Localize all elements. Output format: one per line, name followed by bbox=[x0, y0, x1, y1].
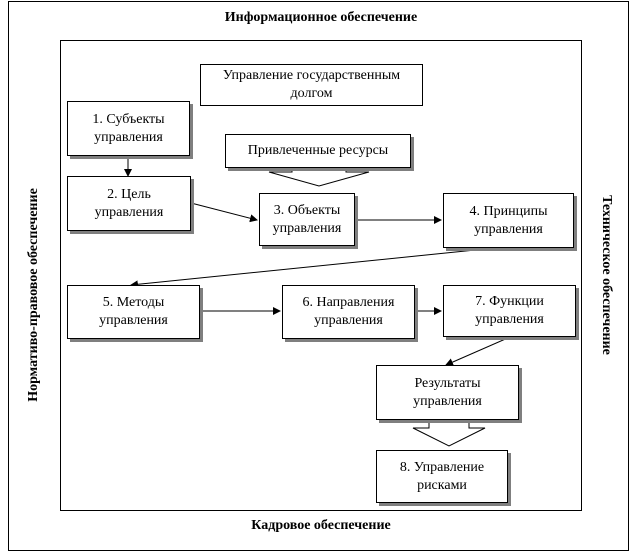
node-objects: 3. Объекты управления bbox=[259, 193, 355, 246]
block-arrow-resources bbox=[268, 169, 370, 187]
node-debt-management: Управление государственным долгом bbox=[200, 64, 423, 106]
node-principles: 4. Принципы управления bbox=[443, 193, 574, 248]
arrow-principles-to-methods bbox=[130, 247, 496, 289]
band-information-support: Информационное обеспечение bbox=[224, 10, 418, 25]
node-directions: 6. Направления управления bbox=[282, 285, 415, 339]
block-arrow-results bbox=[412, 417, 486, 447]
node-subjects: 1. Субъекты управления bbox=[67, 101, 190, 156]
band-personnel-support: Кадровое обеспечение bbox=[251, 518, 391, 533]
node-goal: 2. Цель управления bbox=[67, 176, 191, 231]
node-risk-management: 8. Управление рисками bbox=[376, 450, 508, 503]
node-methods: 5. Методы управления bbox=[67, 285, 200, 339]
arrow-goal-to-objects bbox=[190, 202, 258, 223]
arrow-functions-to-results bbox=[445, 336, 511, 366]
node-results: Результаты управления bbox=[376, 365, 519, 420]
node-functions: 7. Функции управления bbox=[443, 285, 576, 337]
node-attracted-resources: Привлеченные ресурсы bbox=[225, 134, 411, 168]
